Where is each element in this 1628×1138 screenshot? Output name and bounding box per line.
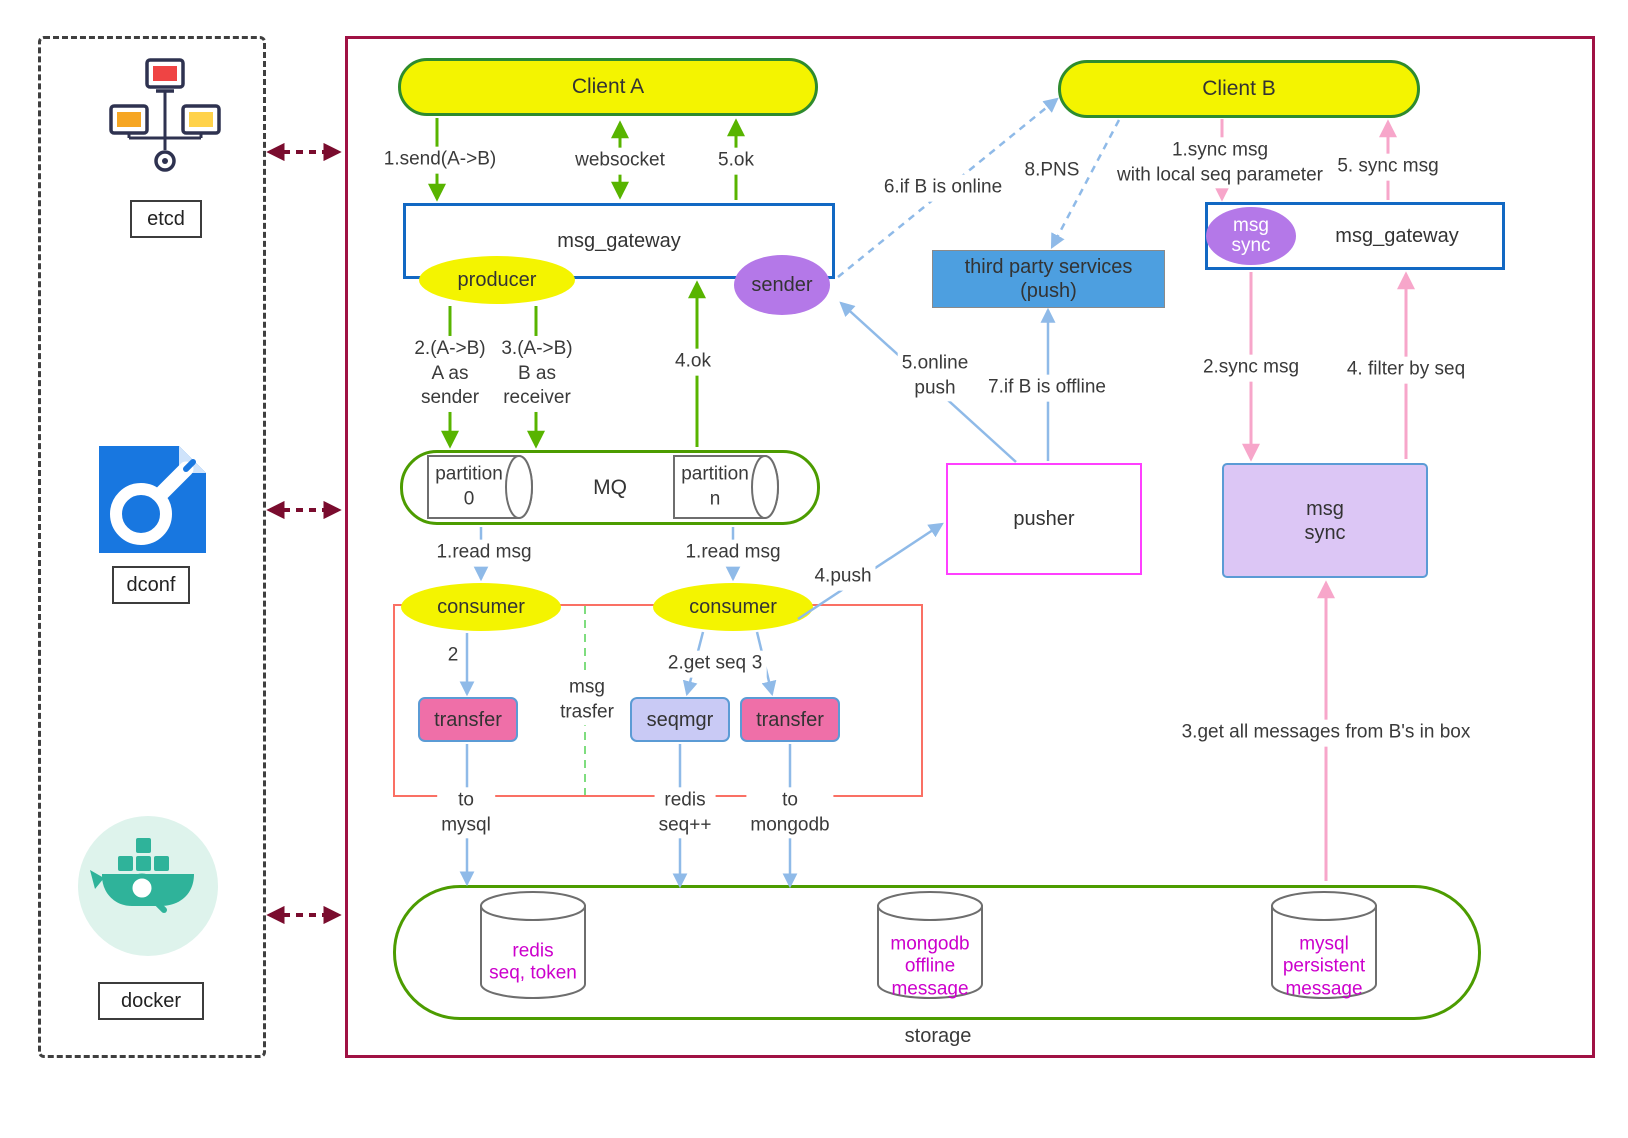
label-read-msg-left: 1.read msg <box>432 539 536 567</box>
pusher-label: pusher <box>1013 508 1075 530</box>
label-get-all-messages: 3.get all messages from B's in box <box>1177 719 1475 747</box>
label-step-2: 2 <box>443 642 463 670</box>
third-party-services-node: third party services (push) <box>932 250 1165 308</box>
docker-icon <box>78 816 218 956</box>
transfer-right-node: transfer <box>740 697 840 742</box>
msg-gateway-left-label: msg_gateway <box>557 230 681 252</box>
producer-node: producer <box>419 256 575 304</box>
label-get-seq: 2.get seq <box>663 650 751 678</box>
dconf-icon <box>99 446 206 553</box>
label-storage: storage <box>904 1025 972 1047</box>
etcd-label: etcd <box>147 207 185 230</box>
msg-sync-service-node: msg sync <box>1222 463 1428 578</box>
msg-gateway-right-label: msg_gateway <box>1335 225 1459 247</box>
third-party-services-label: third party services (push) <box>964 256 1133 302</box>
transfer-left-label: transfer <box>434 708 502 731</box>
main-system-frame <box>345 36 1595 1058</box>
mq-label: MQ <box>593 475 627 499</box>
sender-node: sender <box>734 255 830 315</box>
seqmgr-label: seqmgr <box>646 708 714 731</box>
label-push-4: 4.push <box>810 563 876 591</box>
consumer-left-label: consumer <box>437 596 525 618</box>
label-redis-seq: redis seq++ <box>654 787 716 839</box>
etcd-icon <box>109 58 221 172</box>
mysql-label: mysql persistent message <box>1282 933 1366 1000</box>
etcd-label-box: etcd <box>130 200 202 238</box>
sender-label: sender <box>751 274 813 296</box>
label-to-mysql: to mysql <box>437 787 495 839</box>
producer-label: producer <box>457 269 537 291</box>
pusher-node: pusher <box>946 463 1142 575</box>
label-sync-msg-1: 1.sync msg with local seq parameter <box>1113 137 1327 189</box>
label-sync-msg-5: 5. sync msg <box>1333 153 1443 181</box>
client-a-node: Client A <box>398 58 818 116</box>
client-b-node: Client B <box>1058 60 1420 118</box>
redis-label: redis seq, token <box>489 940 577 984</box>
label-filter-by-seq: 4. filter by seq <box>1342 356 1470 384</box>
mq-node: MQ <box>400 450 820 525</box>
client-a-label: Client A <box>571 75 645 99</box>
label-websocket: websocket <box>571 147 669 175</box>
label-msg-transfer-group: msg trasfer <box>556 674 618 726</box>
seqmgr-node: seqmgr <box>630 697 730 742</box>
storage-group-box <box>393 885 1481 1020</box>
partition-0-label: partition 0 <box>435 463 503 509</box>
consumer-right-node: consumer <box>653 583 813 631</box>
label-a-as-sender: 2.(A->B) A as sender <box>410 335 490 413</box>
label-sync-msg-2: 2.sync msg <box>1198 354 1304 382</box>
label-online-push: 5.online push <box>897 350 973 402</box>
transfer-right-label: transfer <box>756 708 824 731</box>
transfer-left-node: transfer <box>418 697 518 742</box>
label-b-as-receiver: 3.(A->B) B as receiver <box>497 335 577 413</box>
label-send-1: 1.send(A->B) <box>379 146 501 174</box>
consumer-right-label: consumer <box>689 596 777 618</box>
client-b-label: Client B <box>1202 77 1276 101</box>
msg-sync-service-label: msg sync <box>1304 497 1346 544</box>
label-ok-4: 4.ok <box>671 348 715 376</box>
label-step-3: 3 <box>747 650 767 678</box>
msg-sync-badge-label: msg sync <box>1231 215 1271 256</box>
label-pns: 8.PNS <box>1020 157 1084 185</box>
dconf-label-box: dconf <box>112 566 190 604</box>
partition-n-label: partition n <box>681 463 749 509</box>
dconf-label: dconf <box>126 573 176 596</box>
msg-sync-badge: msg sync <box>1206 207 1296 265</box>
label-ok-5: 5.ok <box>714 147 758 175</box>
mongodb-label: mongodb offline message <box>890 933 970 1000</box>
label-if-online: 6.if B is online <box>879 174 1007 202</box>
consumer-left-node: consumer <box>401 583 561 631</box>
infra-panel <box>38 36 266 1058</box>
label-if-offline: 7.if B is offline <box>984 374 1110 402</box>
docker-label: docker <box>120 989 182 1012</box>
label-to-mongodb: to mongodb <box>746 787 834 839</box>
label-read-msg-right: 1.read msg <box>681 539 785 567</box>
docker-label-box: docker <box>98 982 204 1020</box>
